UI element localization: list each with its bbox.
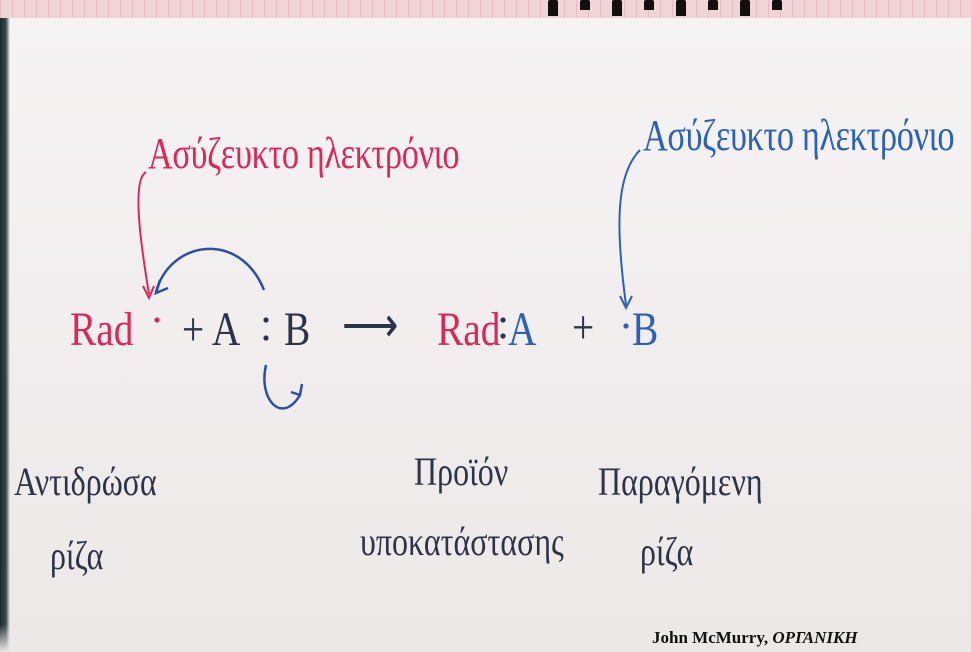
blue-half-arrow-bottom (263, 364, 302, 410)
textbook-photo (0, 18, 971, 652)
product-bond-dot-top (500, 317, 506, 323)
bond-dot-bottom (263, 335, 269, 341)
credit-title: ΟΡΓΑΝΙΚΗ (772, 628, 858, 647)
product-label-line2: υποκατάστασης (360, 519, 564, 564)
red-pointer-arrowhead (142, 285, 155, 301)
new-radical-label-line2: ρίζα (640, 529, 694, 574)
reaction-arrow: ⟶ (342, 299, 399, 352)
product-label-line1: Προϊόν (414, 449, 509, 494)
blue-curved-arrow-top (154, 247, 266, 293)
top-banner (0, 0, 971, 19)
b-radical-product: B (632, 303, 659, 356)
blue-curved-arrow-top-head (154, 279, 169, 296)
banner-title-fragment (548, 0, 848, 18)
bond-dot-top (263, 317, 269, 323)
rad-product: Rad (437, 303, 501, 356)
credit-author: John McMurry, (652, 628, 769, 647)
a-product: A (508, 303, 537, 356)
photo-bottom-fade (0, 624, 971, 652)
unpaired-electron-label-left: Ασύζευκτο ηλεκτρόνιο (148, 129, 460, 178)
new-radical-label-line1: Παραγόμενη (598, 459, 763, 504)
unpaired-electron-label-right: Ασύζευκτο ηλεκτρόνιο (643, 111, 955, 160)
product-bond-dot-bottom (500, 333, 506, 339)
blue-pointer-arrowhead (619, 295, 633, 311)
plus-a-reactant: + A (182, 303, 241, 356)
b-radical-dot (623, 323, 629, 329)
blue-half-arrow-bottom-head (290, 383, 304, 397)
reacting-radical-label-line1: Αντιδρώσα (14, 459, 157, 504)
b-reactant: B (284, 303, 311, 356)
rad-reactant: Rad (70, 303, 134, 356)
blue-pointer-arrow (618, 149, 641, 306)
red-pointer-arrow (137, 171, 150, 295)
source-credit: John McMurry, ΟΡΓΑΝΙΚΗ (652, 628, 858, 648)
reacting-radical-label-line2: ρίζα (50, 533, 104, 578)
photo-frame-edge (0, 18, 10, 652)
rad-radical-dot (154, 317, 160, 323)
plus-sign: + (572, 301, 595, 354)
